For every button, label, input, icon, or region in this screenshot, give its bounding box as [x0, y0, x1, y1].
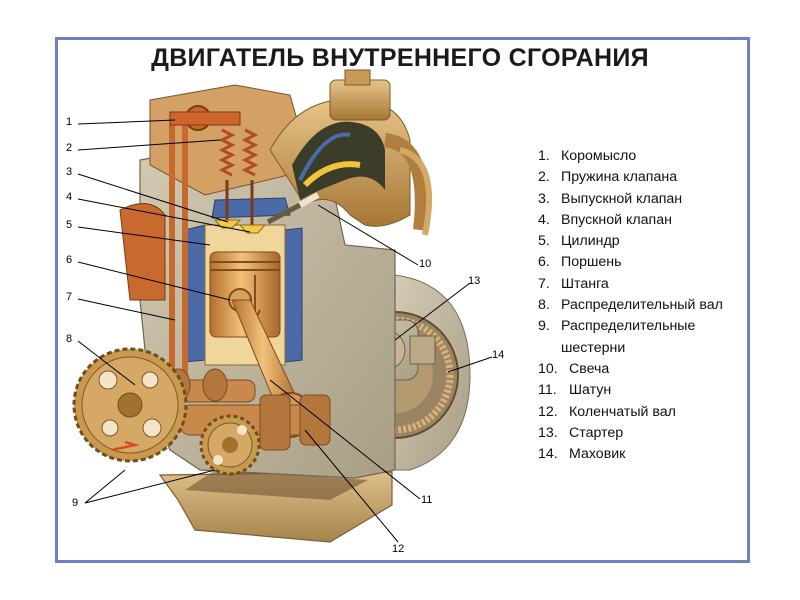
- callout-1: 1: [66, 116, 73, 128]
- legend-number: 7.: [538, 275, 550, 292]
- callout-2: 2: [66, 142, 73, 154]
- legend-label: Выпускной клапан: [561, 190, 683, 207]
- legend-item: 11. Шатун: [538, 380, 743, 401]
- rocker-arm: [169, 105, 241, 131]
- legend-label: Цилиндр: [561, 233, 620, 250]
- callout-10: 10: [419, 258, 432, 270]
- legend-number: 12.: [538, 403, 558, 420]
- spark-plug: [266, 192, 320, 225]
- legend-item: 4. Впускной клапан: [538, 210, 743, 231]
- legend-number: 8.: [538, 297, 550, 314]
- legend-label: Коленчатый вал: [569, 403, 676, 420]
- timing-gear-large: [72, 347, 188, 463]
- legend-number: 5.: [538, 233, 550, 250]
- legend-item: 6. Поршень: [538, 252, 743, 273]
- parts-legend: 1. Коромысло 2. Пружина клапана 3. Выпускно…: [538, 146, 743, 465]
- legend-number: 2.: [538, 169, 550, 186]
- legend-number: 9.: [538, 318, 550, 335]
- diagram-title: ДВИГАТЕЛЬ ВНУТРЕННЕГО СГОРАНИЯ: [151, 44, 649, 72]
- legend-item: 13. Стартер: [538, 423, 743, 444]
- legend-number: 4.: [538, 211, 550, 228]
- callout-11: 11: [421, 494, 433, 506]
- callout-13: 13: [468, 275, 481, 287]
- legend-item: 2. Пружина клапана: [538, 167, 743, 188]
- callout-9: 9: [72, 497, 79, 509]
- legend-number: 13.: [538, 424, 558, 441]
- legend-item: 8. Распределительный вал: [538, 295, 743, 316]
- legend-item: 12. Коленчатый вал: [538, 402, 743, 423]
- valve-spring: [218, 128, 259, 177]
- legend-label: Распределительные шестерни: [561, 318, 696, 356]
- callout-14: 14: [492, 349, 505, 361]
- legend-label: Коромысло: [561, 148, 637, 164]
- legend-label: Штанга: [561, 275, 609, 292]
- carburetor: [329, 79, 391, 121]
- callout-5: 5: [66, 219, 73, 231]
- legend-number: 1.: [538, 148, 550, 164]
- legend-label: Поршень: [561, 254, 622, 271]
- legend-label: Шатун: [569, 382, 612, 399]
- legend-item: 5. Цилиндр: [538, 231, 743, 252]
- legend-item: 9. Распределительные шестерни: [538, 316, 743, 359]
- legend-label: Распределительный вал: [561, 297, 723, 314]
- callout-7: 7: [66, 291, 73, 303]
- oil-sump: [185, 470, 368, 500]
- legend-number: 3.: [538, 190, 550, 207]
- legend-item: 1. Коромысло: [538, 146, 743, 167]
- legend-number: 10.: [538, 360, 558, 377]
- legend-label: Маховик: [569, 446, 626, 463]
- timing-gear-small: [199, 414, 261, 476]
- callout-12: 12: [392, 543, 405, 555]
- legend-item: 14. Маховик: [538, 444, 743, 465]
- legend-label: Пружина клапана: [561, 169, 678, 186]
- legend-item: 7. Штанга: [538, 274, 743, 295]
- legend-item: 10. Свеча: [538, 359, 743, 380]
- legend-label: Стартер: [569, 424, 624, 441]
- legend-number: 6.: [538, 254, 550, 271]
- callout-6: 6: [66, 254, 73, 266]
- callout-3: 3: [66, 166, 73, 178]
- callout-8: 8: [66, 333, 73, 345]
- legend-label: Впускной клапан: [561, 211, 672, 228]
- legend-item: 3. Выпускной клапан: [538, 189, 743, 210]
- leader-lines: [77, 119, 493, 543]
- legend-number: 11.: [538, 382, 557, 399]
- legend-label: Свеча: [569, 360, 610, 377]
- exhaust-pipes: [383, 133, 433, 236]
- callout-4: 4: [66, 191, 73, 203]
- legend-number: 14.: [538, 446, 558, 463]
